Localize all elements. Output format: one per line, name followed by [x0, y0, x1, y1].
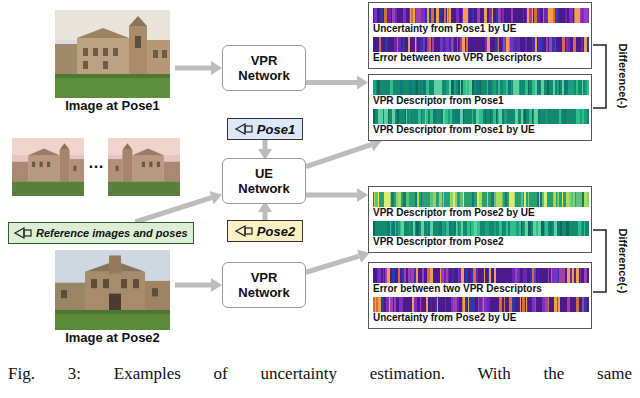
bar-caption: Uncertainty from Pose1 by UE	[373, 23, 587, 35]
figure-caption: Fig. 3: Examples of uncertainty estimati…	[8, 364, 632, 384]
node-label: Pose1	[257, 122, 295, 137]
camera-icon	[235, 123, 253, 135]
bar-caption: VPR Descriptor from Pose2 by UE	[373, 207, 587, 219]
bar-caption: VPR Descriptor from Pose1 by UE	[373, 124, 587, 136]
bar-caption: Uncertainty from Pose2 by UE	[373, 312, 587, 324]
photo-node: Image at Pose1	[50, 10, 175, 113]
difference-label: Difference(-)	[615, 31, 631, 121]
bar-row: Uncertainty from Pose1 by UE	[373, 8, 587, 35]
difference-bracket	[593, 230, 606, 292]
reference-photo	[12, 138, 84, 196]
bar-caption: Error between two VPR Descriptors	[373, 52, 587, 64]
network-box: VPR Network	[222, 45, 306, 91]
descriptor-panel: Uncertainty from Pose1 by UE Error betwee…	[368, 2, 592, 69]
reference-box: Reference images and poses	[8, 222, 194, 244]
descriptor-bar	[373, 109, 589, 124]
photo-node: Image at Pose2	[50, 250, 175, 345]
descriptor-bar	[373, 268, 589, 283]
flow-arrow	[306, 145, 371, 167]
flow-arrow	[263, 140, 268, 149]
node-label: VPR Network	[229, 270, 299, 300]
photo-caption: Image at Pose2	[50, 330, 175, 345]
descriptor-bar	[373, 8, 589, 23]
flow-arrow	[175, 283, 211, 288]
photo-pose1	[55, 10, 170, 98]
difference-label: Difference(-)	[615, 216, 631, 306]
photo-space	[50, 10, 175, 98]
bar-row: Error between two VPR Descriptors	[373, 37, 587, 64]
difference-bracket	[593, 45, 606, 108]
bar-row: VPR Descriptor from Pose1	[373, 80, 587, 107]
camera-icon	[14, 227, 32, 239]
bar-caption: Error between two VPR Descriptors	[373, 283, 587, 295]
bar-caption: VPR Descriptor from Pose1	[373, 95, 587, 107]
descriptor-panel: VPR Descriptor from Pose1VPR Descriptor …	[368, 74, 592, 141]
flow-arrow	[263, 212, 268, 220]
node-label: Pose2	[257, 224, 295, 239]
photo-pose2	[55, 250, 170, 330]
pose-box: Pose1	[227, 118, 303, 140]
flow-arrow	[306, 193, 357, 198]
descriptor-panel: Error between two VPR DescriptorsUncerta…	[368, 262, 592, 329]
descriptor-bar	[373, 297, 589, 312]
flow-arrow	[175, 66, 211, 71]
bar-caption: VPR Descriptor from Pose2	[373, 236, 587, 248]
bar-row: VPR Descriptor from Pose1 by UE	[373, 109, 587, 136]
camera-icon	[235, 225, 253, 237]
bar-row: VPR Descriptor from Pose2	[373, 221, 587, 248]
bar-row: Error between two VPR Descriptors	[373, 268, 587, 295]
photo-space	[50, 250, 175, 330]
network-box: UE Network	[222, 158, 306, 204]
bar-row: Uncertainty from Pose2 by UE	[373, 297, 587, 324]
network-box: VPR Network	[222, 262, 306, 308]
flow-arrow	[135, 198, 211, 222]
node-label: VPR Network	[229, 53, 299, 83]
flow-arrow	[306, 80, 357, 85]
descriptor-bar	[373, 221, 589, 236]
photo-caption: Image at Pose1	[50, 98, 175, 113]
descriptor-panel: VPR Descriptor from Pose2 by UE VPR Descr…	[368, 186, 592, 253]
descriptor-bar	[373, 192, 589, 207]
node-label: UE Network	[229, 166, 299, 196]
descriptor-bar	[373, 37, 589, 52]
pose-box: Pose2	[227, 220, 303, 242]
ellipsis-mark: …	[86, 154, 106, 172]
node-label: Reference images and poses	[36, 227, 188, 239]
descriptor-bar	[373, 80, 589, 95]
reference-photo	[108, 138, 180, 196]
bar-row: VPR Descriptor from Pose2 by UE	[373, 192, 587, 219]
flow-arrow	[306, 256, 359, 272]
